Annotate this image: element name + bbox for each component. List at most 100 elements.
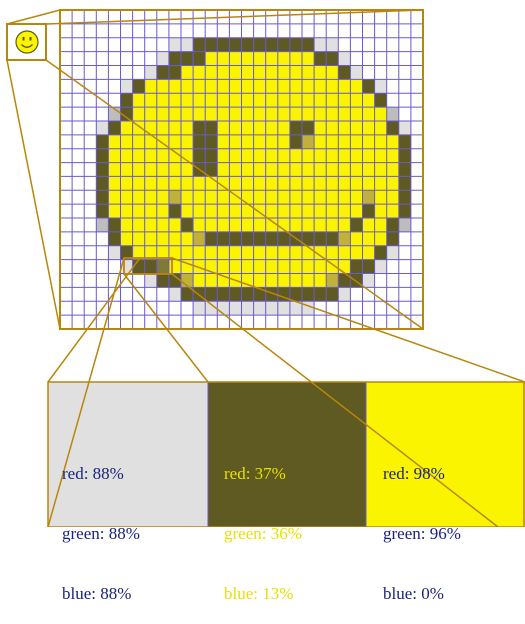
pixel-cell	[156, 218, 170, 233]
pixel-cell	[132, 204, 146, 219]
pixel-cell	[410, 51, 424, 66]
pixel-cell	[253, 134, 267, 150]
pixel-cell	[350, 93, 363, 108]
pixel-cell	[181, 231, 194, 247]
pixel-cell	[338, 93, 351, 108]
pixel-cell	[398, 79, 412, 94]
pixel-cell	[362, 245, 375, 261]
pixel-cell	[302, 120, 315, 136]
pixel-cell	[120, 204, 133, 219]
pixel-cell	[84, 204, 97, 219]
pixel-cell	[60, 23, 73, 39]
pixel-cell	[60, 148, 73, 163]
pixel-cell	[398, 190, 412, 205]
pixel-cell	[265, 65, 279, 80]
pixel-cell	[410, 23, 424, 39]
pixel-cell	[168, 65, 182, 80]
pixel-cell	[338, 23, 351, 39]
pixel-cell	[217, 231, 230, 247]
pixel-cell	[72, 245, 85, 261]
green-value: green: 88%	[62, 524, 140, 543]
pixel-cell	[350, 120, 363, 136]
pixel-cell	[302, 176, 315, 191]
pixel-cell	[168, 162, 182, 177]
pixel-cell	[120, 79, 133, 94]
pixel-cell	[386, 287, 400, 302]
pixel-cell	[84, 51, 97, 66]
pixel-cell	[265, 190, 279, 205]
pixel-cell	[350, 79, 363, 94]
pixel-cell	[362, 259, 375, 274]
pixel-cell	[132, 231, 146, 247]
pixel-cell	[277, 51, 291, 66]
pixel-cell	[205, 23, 218, 39]
pixel-cell	[241, 259, 254, 274]
pixel-cell	[374, 51, 388, 66]
pixel-cell	[205, 65, 218, 80]
pixel-cell	[398, 231, 412, 247]
pixel-cell	[302, 231, 315, 247]
pixel-cell	[144, 10, 158, 25]
pixel-cell	[410, 162, 424, 177]
pixel-cell	[217, 37, 230, 53]
pixel-cell	[84, 315, 97, 330]
pixel-cell	[314, 37, 327, 53]
pixel-cell	[338, 162, 351, 177]
pixel-cell	[277, 315, 291, 330]
pixel-cell	[410, 190, 424, 205]
pixel-cell	[217, 287, 230, 302]
pixel-cell	[60, 10, 73, 25]
pixel-cell	[96, 176, 109, 191]
pixel-cell	[410, 273, 424, 288]
pixel-cell	[410, 231, 424, 247]
pixel-cell	[132, 37, 146, 53]
pixel-cell	[120, 37, 133, 53]
pixel-cell	[410, 148, 424, 163]
pixel-cell	[144, 190, 158, 205]
thumbnail-frame	[6, 23, 47, 61]
green-value: green: 96%	[383, 524, 461, 543]
pixel-cell	[229, 134, 242, 150]
pixel-cell	[362, 204, 375, 219]
pixel-cell	[229, 148, 242, 163]
pixel-cell	[277, 218, 291, 233]
pixel-cell	[84, 23, 97, 39]
pixel-cell	[168, 218, 182, 233]
pixel-cell	[168, 287, 182, 302]
pixel-cell	[72, 134, 85, 150]
pixel-cell	[168, 79, 182, 94]
pixel-cell	[253, 93, 267, 108]
pixel-cell	[350, 259, 363, 274]
pixel-cell	[289, 148, 303, 163]
pixel-cell	[156, 148, 170, 163]
pixel-cell	[181, 259, 194, 274]
pixel-cell	[156, 176, 170, 191]
pixel-cell	[326, 23, 339, 39]
pixel-cell	[60, 315, 73, 330]
pixel-cell	[410, 107, 424, 122]
swatch-yellow	[366, 382, 525, 527]
pixel-cell	[350, 301, 363, 316]
green-value: green: 36%	[224, 524, 302, 543]
pixel-cell	[229, 162, 242, 177]
zoom-connector-lines	[6, 9, 525, 527]
pixel-cell	[289, 79, 303, 94]
pixel-cell	[108, 51, 121, 66]
pixel-cell	[289, 23, 303, 39]
pixel-cell	[362, 79, 375, 94]
pixel-cell	[398, 148, 412, 163]
pixel-cell	[193, 218, 206, 233]
pixel-cell	[289, 10, 303, 25]
pixel-cell	[338, 120, 351, 136]
pixel-cell	[277, 107, 291, 122]
pixel-cell	[217, 176, 230, 191]
pixel-cell	[314, 79, 327, 94]
pixel-cell	[338, 259, 351, 274]
pixel-cell	[302, 79, 315, 94]
pixel-cell	[398, 37, 412, 53]
pixel-cell	[253, 107, 267, 122]
pixel-zoom-diagram	[6, 9, 525, 527]
pixel-cell	[108, 245, 121, 261]
pixel-cell	[398, 51, 412, 66]
pixel-cell	[374, 287, 388, 302]
